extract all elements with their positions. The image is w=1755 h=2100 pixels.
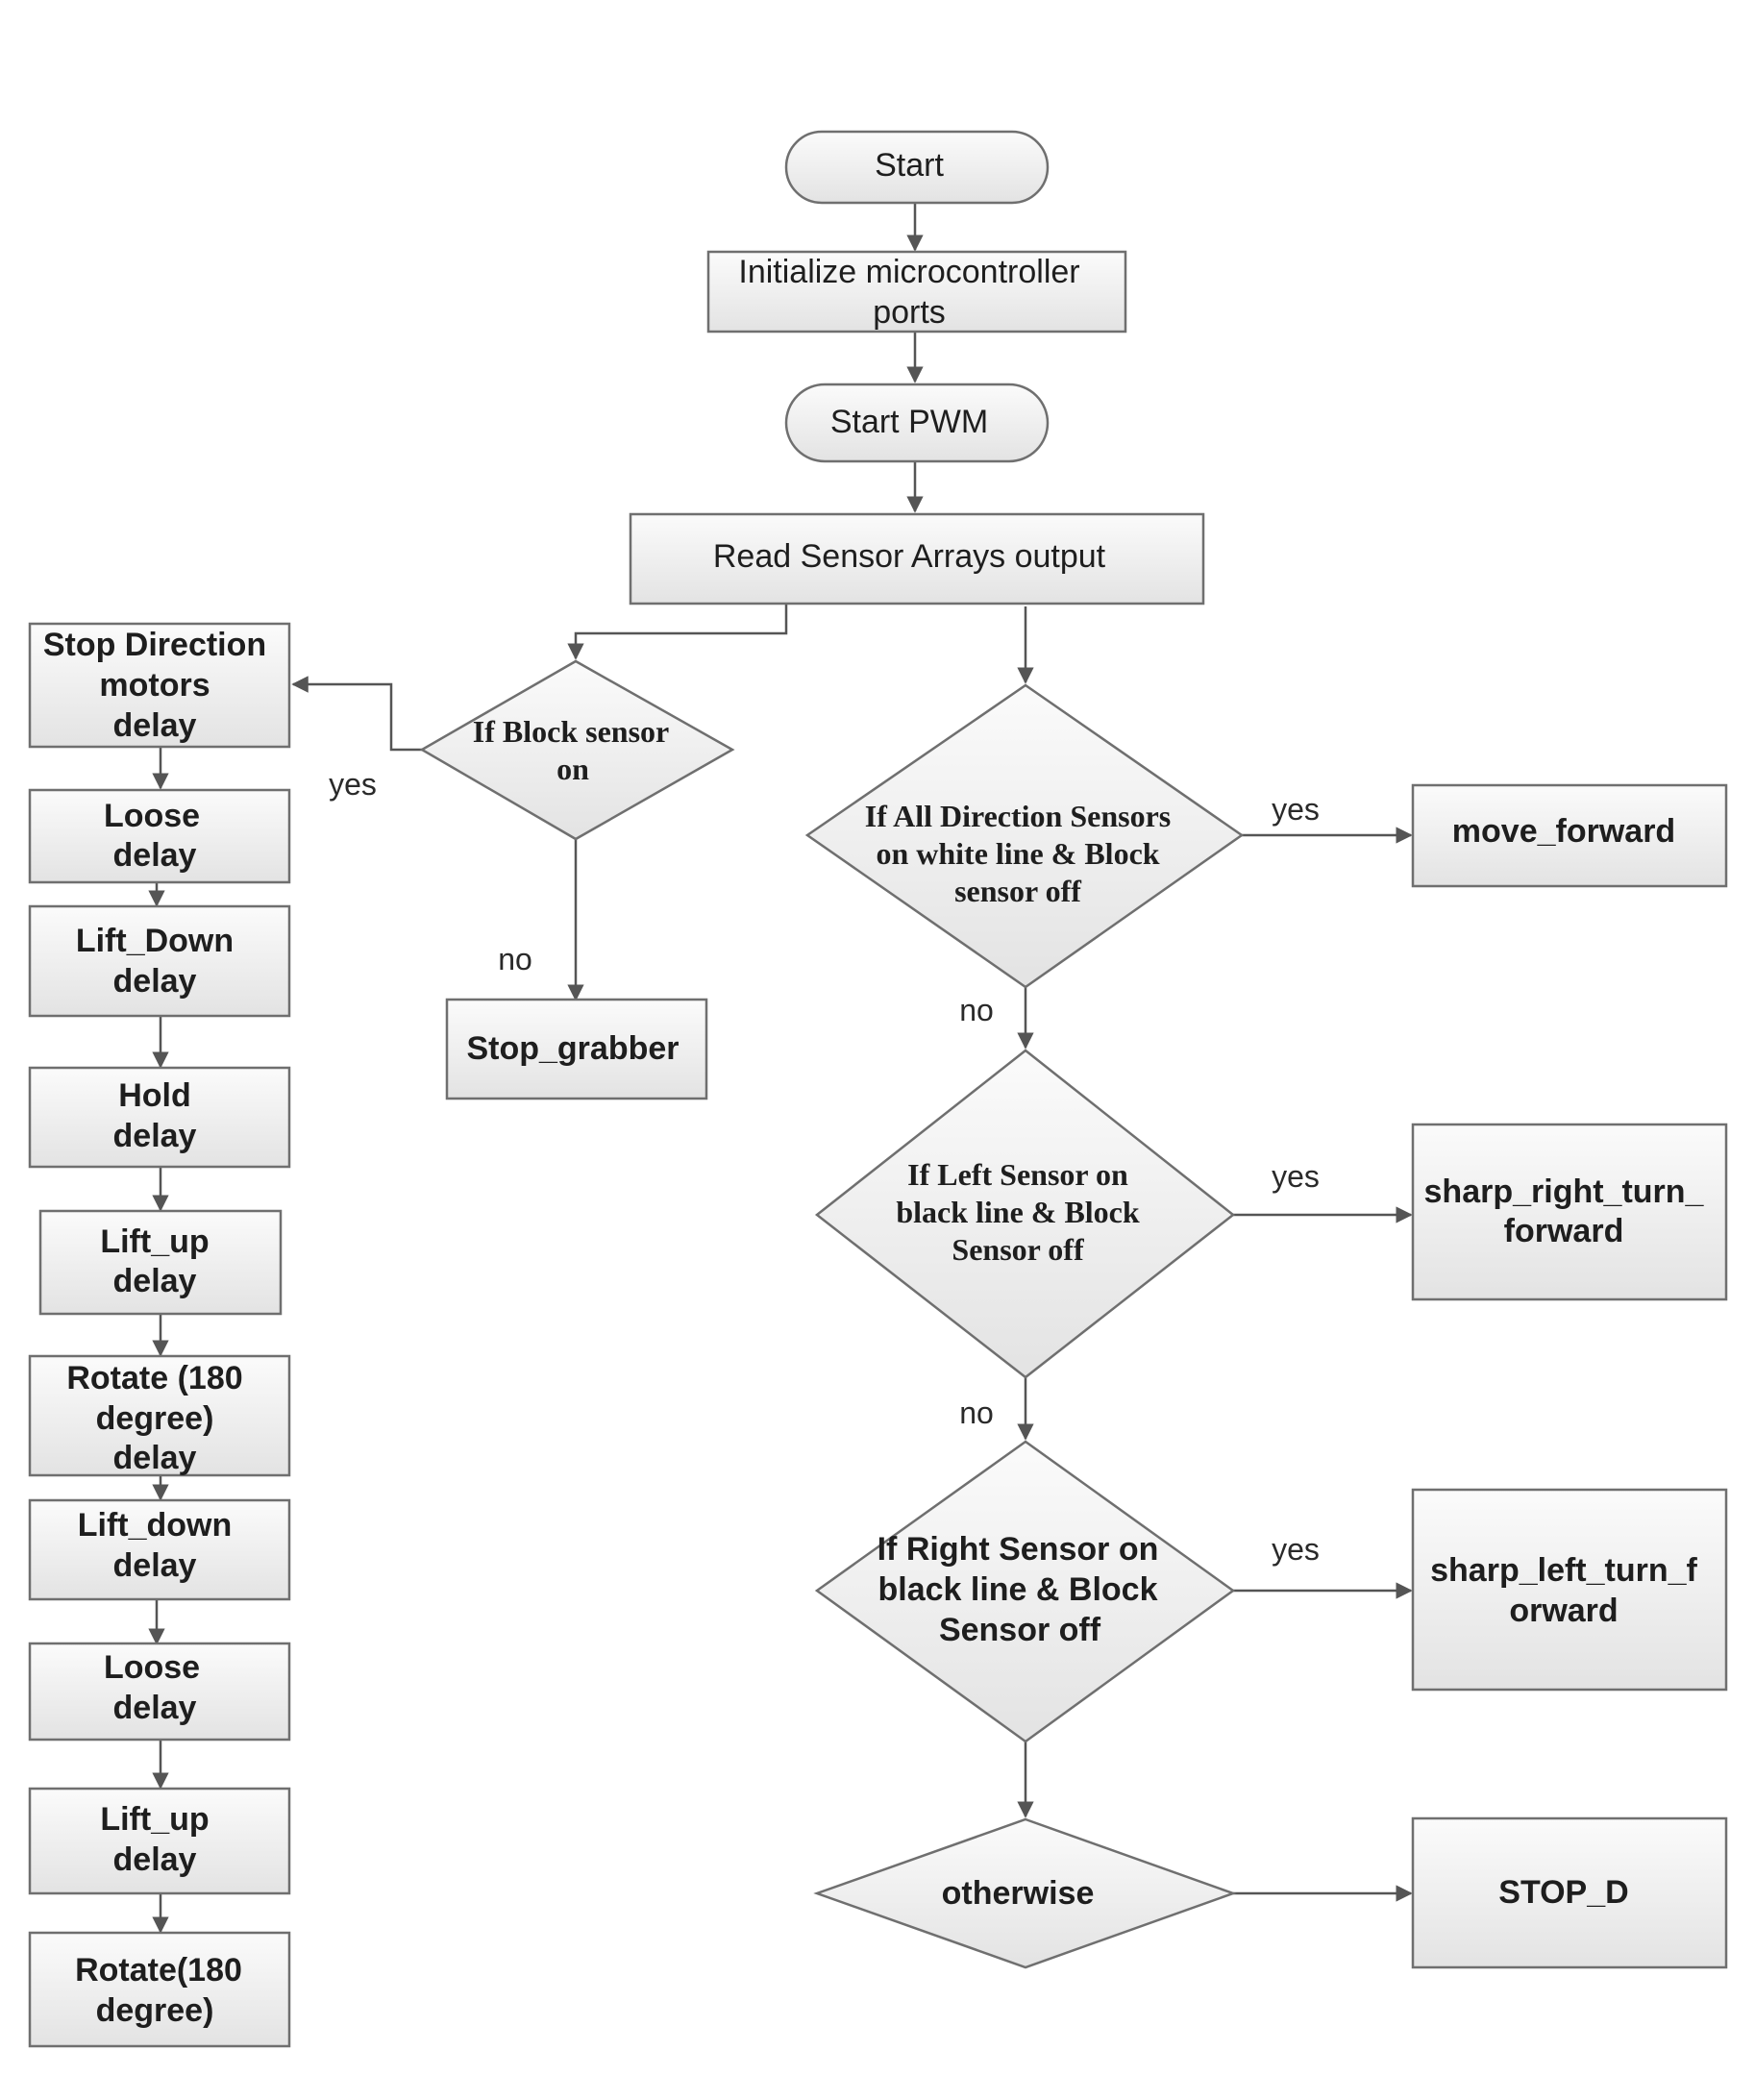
alldir-decision-line-2: on white line & Block (876, 836, 1159, 871)
decision-block-sensor: If Block sensor on (419, 659, 735, 841)
stop-d-label: STOP_D (1498, 1874, 1628, 1911)
node-start: Start (784, 130, 1050, 205)
node-stop-grabber: Stop_grabber (445, 998, 708, 1100)
label-block-yes: yes (329, 767, 377, 802)
sharp-left-line-2: orward (1509, 1593, 1618, 1629)
edge-read-to-block (567, 604, 788, 660)
node-sharp-right-turn: sharp_right_turn_ forward (1411, 1123, 1728, 1301)
node-read-sensors: Read Sensor Arrays output (629, 512, 1205, 605)
node-move-forward: move_forward (1411, 783, 1728, 888)
node-seq-1: Stop Direction motors delay (28, 622, 291, 749)
seq-8-line-1: Loose (104, 1649, 200, 1686)
right-decision-line-1: If Right Sensor on (878, 1531, 1159, 1568)
node-start-pwm: Start PWM (784, 383, 1050, 463)
label-right-yes: yes (1272, 1532, 1320, 1567)
start-label: Start (875, 147, 944, 184)
edge-block-yes (291, 676, 422, 752)
node-seq-4: Hold delay (28, 1066, 291, 1169)
label-block-no: no (498, 942, 532, 976)
left-decision-line-1: If Left Sensor on (907, 1157, 1128, 1192)
start-pwm-label: Start PWM (830, 404, 988, 440)
sharp-right-line-1: sharp_right_turn_ (1424, 1174, 1705, 1210)
seq-1-line-2: motors (99, 667, 210, 704)
seq-9-line-1: Lift_up (100, 1801, 209, 1838)
move-forward-label: move_forward (1452, 813, 1675, 850)
node-seq-10: Rotate(180 degree) (28, 1931, 291, 2048)
seq-1-line-3: delay (113, 707, 197, 744)
sharp-right-line-2: forward (1504, 1213, 1624, 1249)
alldir-decision-line-1: If All Direction Sensors (865, 799, 1172, 833)
read-sensors-label: Read Sensor Arrays output (713, 538, 1106, 575)
seq-2-line-2: delay (113, 837, 197, 874)
node-seq-5: Lift_up delay (38, 1209, 283, 1316)
init-label-line-2: ports (873, 294, 946, 331)
seq-8-line-2: delay (113, 1690, 197, 1726)
edges (148, 203, 1413, 1934)
node-seq-2: Loose delay (28, 788, 291, 884)
decision-otherwise: otherwise (813, 1817, 1237, 1969)
right-decision-line-2: black line & Block (878, 1571, 1158, 1608)
seq-7-line-2: delay (113, 1547, 197, 1584)
seq-4-line-1: Hold (118, 1077, 191, 1114)
seq-10-line-1: Rotate(180 (75, 1952, 242, 1989)
seq-5-line-2: delay (113, 1263, 197, 1299)
node-seq-9: Lift_up delay (28, 1787, 291, 1895)
init-label-line-1: Initialize microcontroller (738, 254, 1079, 290)
sharp-left-line-1: sharp_left_turn_f (1430, 1552, 1697, 1589)
decision-left-sensor: If Left Sensor on black line & Block Sen… (814, 1049, 1236, 1379)
seq-3-line-2: delay (113, 963, 197, 1000)
node-seq-8: Loose delay (28, 1642, 291, 1742)
left-decision-line-3: Sensor off (952, 1232, 1084, 1267)
seq-2-line-1: Loose (104, 798, 200, 834)
seq-6-line-3: delay (113, 1440, 197, 1476)
decision-right-sensor: If Right Sensor on black line & Block Se… (814, 1440, 1236, 1743)
seq-10-line-2: degree) (96, 1992, 214, 2029)
node-seq-7: Lift_down delay (28, 1498, 291, 1601)
alldir-decision-line-3: sensor off (954, 874, 1081, 908)
left-decision-line-2: black line & Block (896, 1195, 1140, 1229)
node-seq-3: Lift_Down delay (28, 904, 291, 1018)
decision-all-direction: If All Direction Sensors on white line &… (804, 683, 1245, 989)
right-decision-line-3: Sensor off (939, 1612, 1101, 1648)
label-alldir-no: no (959, 993, 994, 1027)
otherwise-label: otherwise (942, 1875, 1095, 1912)
seq-3-line-1: Lift_Down (76, 923, 234, 959)
seq-9-line-2: delay (113, 1841, 197, 1878)
seq-6-line-2: degree) (96, 1400, 214, 1437)
node-sharp-left-turn: sharp_left_turn_f orward (1411, 1488, 1728, 1692)
label-alldir-yes: yes (1272, 792, 1320, 827)
stop-grabber-label: Stop_grabber (466, 1030, 679, 1067)
node-stop-d: STOP_D (1411, 1816, 1728, 1969)
seq-1-line-1: Stop Direction (43, 627, 266, 663)
block-decision-line-2: on (556, 752, 589, 786)
seq-5-line-1: Lift_up (100, 1223, 209, 1260)
seq-4-line-2: delay (113, 1118, 197, 1154)
label-left-yes: yes (1272, 1159, 1320, 1194)
label-left-no: no (959, 1396, 994, 1430)
block-decision-line-1: If Block sensor (473, 714, 669, 749)
node-init: Initialize microcontroller ports (706, 250, 1127, 334)
seq-7-line-1: Lift_down (78, 1507, 233, 1544)
seq-6-line-1: Rotate (180 (66, 1360, 242, 1396)
node-seq-6: Rotate (180 degree) delay (28, 1354, 291, 1477)
